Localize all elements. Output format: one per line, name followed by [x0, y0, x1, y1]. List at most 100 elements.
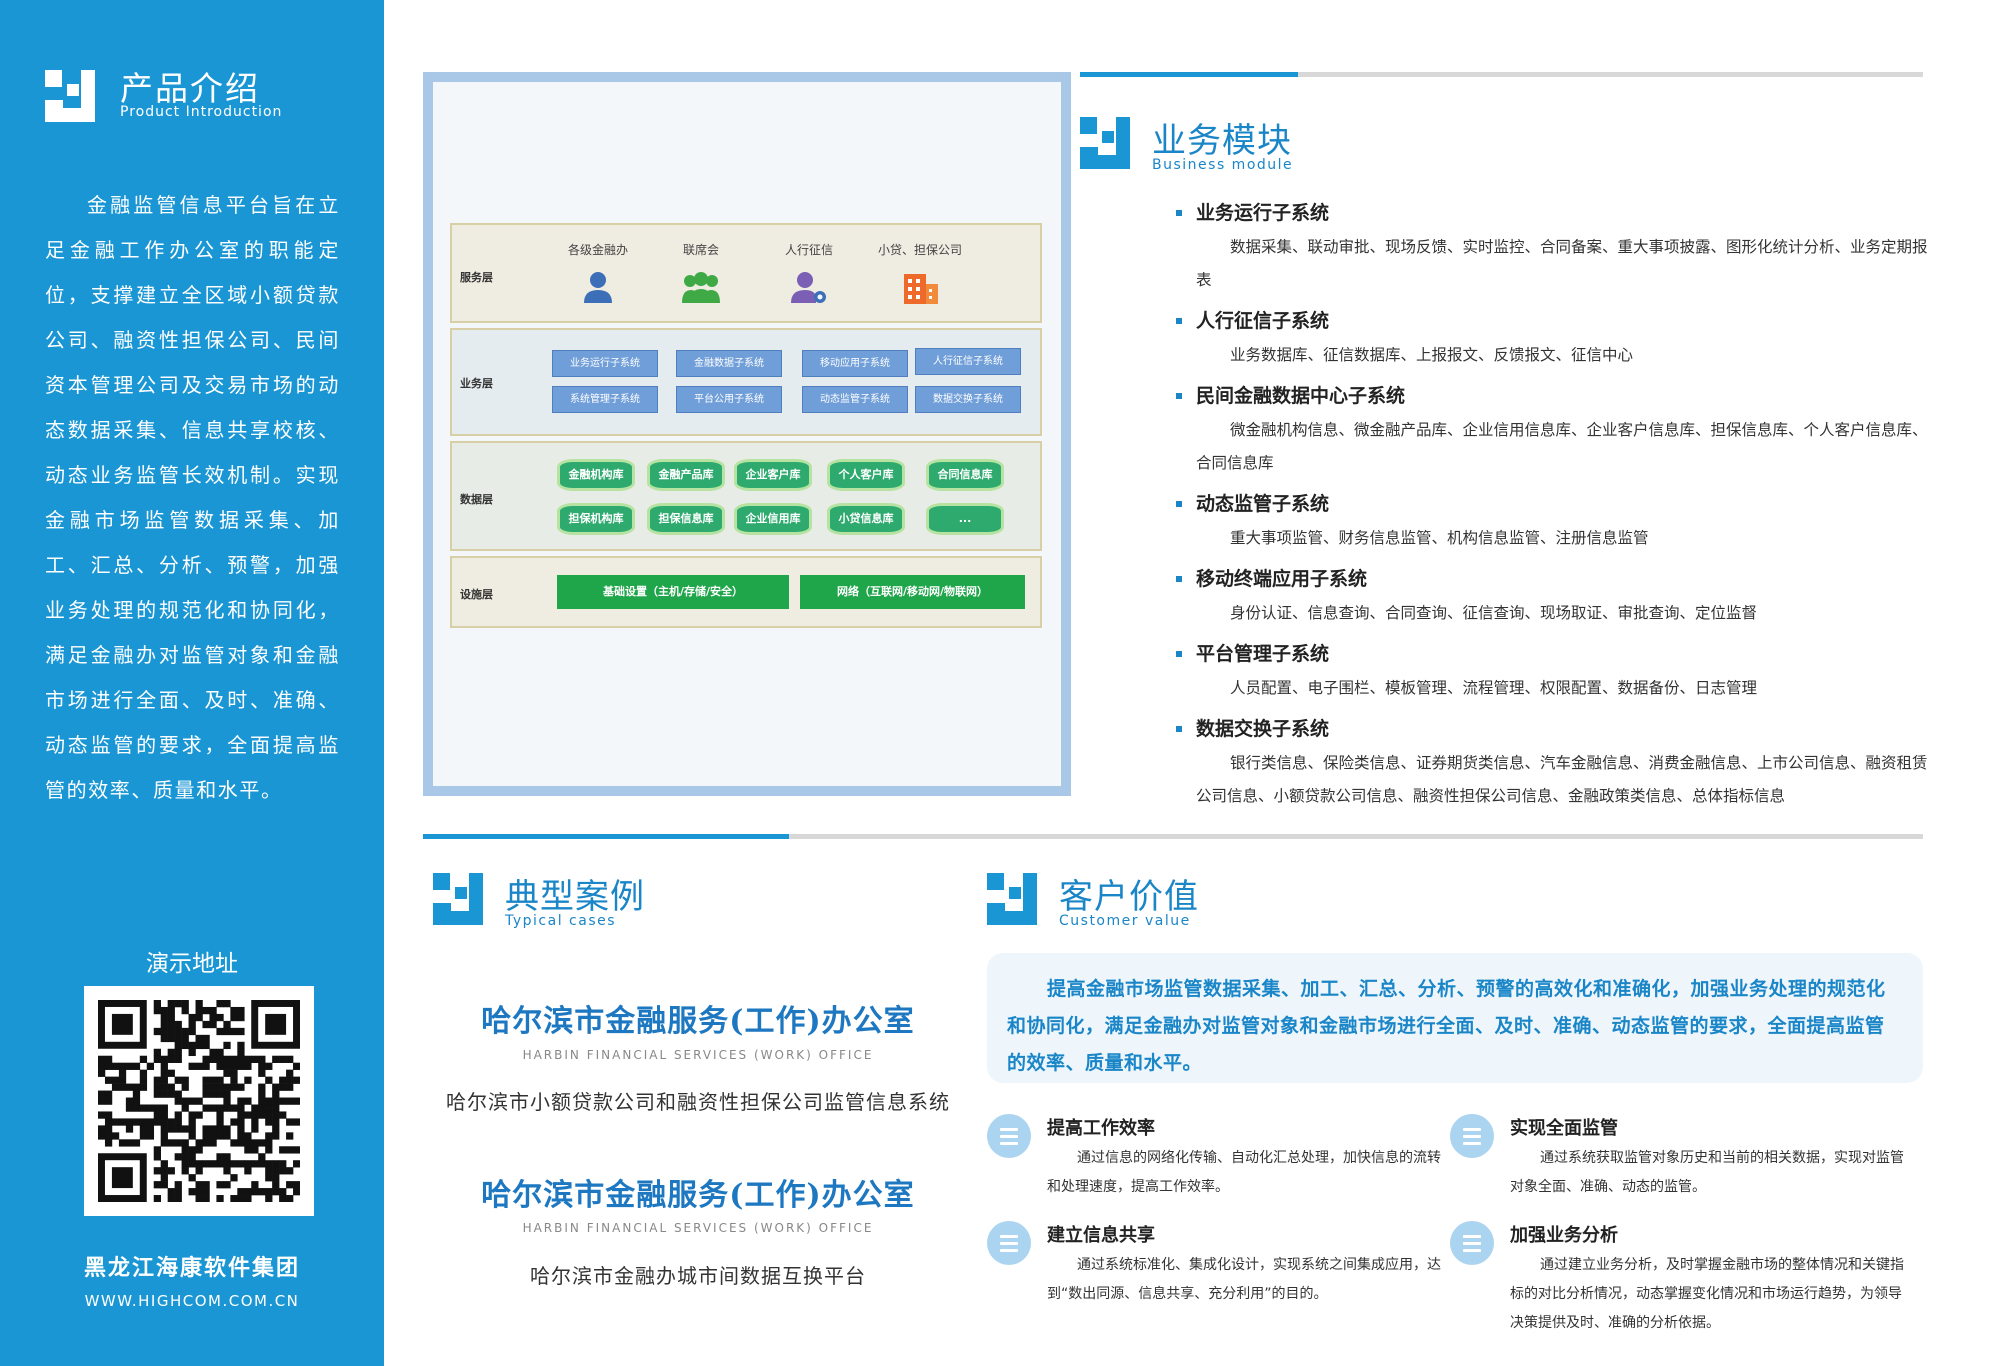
infra-box-network: 网络（互联网/移动网/物联网） — [800, 575, 1025, 609]
module-name: 平台管理子系统 — [1168, 636, 1938, 672]
list-icon — [1450, 1114, 1494, 1158]
logo-icon — [433, 873, 483, 925]
sidebar: 产品介绍 Product Introduction 金融监管信息平台旨在立足金融… — [0, 0, 384, 1366]
logo-icon — [45, 70, 95, 122]
module-item: 人行征信子系统 业务数据库、征信数据库、上报报文、反馈报文、征信中心 — [1168, 303, 1938, 372]
db-cylinder: 小贷信息库 — [827, 503, 905, 535]
value-name: 加强业务分析 — [1510, 1225, 1618, 1246]
biz-box: 移动应用子系统 — [802, 350, 908, 377]
customer-value-subtitle: Customer value — [1059, 913, 1191, 929]
value-name: 建立信息共享 — [1047, 1225, 1155, 1246]
service-item-joint-meeting: 联席会 — [646, 241, 756, 304]
module-desc: 银行类信息、保险类信息、证券期货类信息、汽车金融信息、消费金融信息、上市公司信息… — [1196, 754, 1928, 805]
db-cylinder-more: ... — [926, 503, 1004, 535]
module-desc: 微金融机构信息、微金融产品库、企业信用信息库、企业客户信息库、担保信息库、个人客… — [1196, 421, 1928, 472]
typical-cases-title: 典型案例 — [505, 877, 645, 917]
user-gear-icon — [791, 272, 826, 303]
module-name: 人行征信子系统 — [1168, 303, 1938, 339]
db-cylinder: 担保信息库 — [647, 503, 725, 535]
divider-top-gray — [1080, 72, 1923, 77]
business-layer: 业务层 业务运行子系统 金融数据子系统 移动应用子系统 人行征信子系统 系统管理… — [450, 328, 1042, 436]
module-list: 业务运行子系统 数据采集、联动审批、现场反馈、实时监控、合同备案、重大事项披露、… — [1168, 195, 1938, 819]
logo-icon — [1080, 117, 1130, 169]
infra-box-basic: 基础设置（主机/存储/安全） — [557, 575, 789, 609]
data-layer-label: 数据层 — [460, 493, 493, 506]
service-item-label: 小贷、担保公司 — [877, 243, 962, 257]
case-org-name-en: HARBIN FINANCIAL SERVICES (WORK) OFFICE — [522, 1048, 874, 1062]
biz-box: 数据交换子系统 — [915, 386, 1021, 413]
divider-mid-blue — [423, 834, 789, 839]
architecture-diagram: 服务层 各级金融办 联席会 人行征信 — [423, 72, 1071, 796]
typical-cases-subtitle: Typical cases — [505, 913, 617, 929]
case-description: 哈尔滨市小额贷款公司和融资性担保公司监管信息系统 — [446, 1090, 950, 1114]
list-icon — [987, 1221, 1031, 1265]
business-module-title: 业务模块 — [1152, 121, 1292, 161]
db-cylinder: 企业信用库 — [734, 503, 812, 535]
module-name: 数据交换子系统 — [1168, 711, 1938, 747]
db-cylinder: 金融机构库 — [557, 459, 635, 491]
module-name: 动态监管子系统 — [1168, 486, 1938, 522]
customer-value-title: 客户价值 — [1059, 877, 1199, 917]
value-desc: 通过信息的网络化传输、自动化汇总处理，加快信息的流转和处理速度，提高工作效率。 — [1047, 1150, 1441, 1195]
infra-layer-label: 设施层 — [460, 588, 493, 601]
sidebar-subtitle: Product Introduction — [120, 104, 283, 120]
module-item: 数据交换子系统 银行类信息、保险类信息、证券期货类信息、汽车金融信息、消费金融信… — [1168, 711, 1938, 813]
business-module-subtitle: Business module — [1152, 157, 1294, 173]
website-link[interactable]: WWW.HIGHCOM.COM.CN — [84, 1292, 300, 1310]
data-layer: 数据层 金融机构库 金融产品库 企业客户库 个人客户库 合同信息库 担保机构库 … — [450, 441, 1042, 551]
db-cylinder: 担保机构库 — [557, 503, 635, 535]
value-name: 实现全面监管 — [1510, 1118, 1618, 1139]
building-icon — [904, 274, 938, 304]
qr-code[interactable] — [84, 986, 314, 1216]
module-desc: 身份认证、信息查询、合同查询、征信查询、现场取证、审批查询、定位监督 — [1230, 604, 1758, 622]
divider-mid-gray — [423, 834, 1923, 839]
module-desc: 重大事项监管、财务信息监管、机构信息监管、注册信息监管 — [1230, 529, 1649, 547]
biz-box: 人行征信子系统 — [915, 348, 1021, 375]
value-desc: 通过建立业务分析，及时掌握金融市场的整体情况和关键指标的对比分析情况，动态掌握变… — [1510, 1257, 1904, 1331]
demo-label: 演示地址 — [146, 951, 238, 977]
biz-box: 业务运行子系统 — [552, 350, 658, 377]
divider-top-blue — [1080, 72, 1298, 77]
biz-box: 系统管理子系统 — [552, 386, 658, 413]
module-item: 平台管理子系统 人员配置、电子围栏、模板管理、流程管理、权限配置、数据备份、日志… — [1168, 636, 1938, 705]
module-desc: 数据采集、联动审批、现场反馈、实时监控、合同备案、重大事项披露、图形化统计分析、… — [1196, 238, 1928, 289]
qr-code-image — [98, 1000, 301, 1203]
module-name: 业务运行子系统 — [1168, 195, 1938, 231]
module-name: 移动终端应用子系统 — [1168, 561, 1938, 597]
db-cylinder: 企业客户库 — [734, 459, 812, 491]
value-desc: 通过系统标准化、集成化设计，实现系统之间集成应用，达到“数出同源、信息共享、充分… — [1047, 1257, 1441, 1302]
customer-value-summary-box: 提高金融市场监管数据采集、加工、汇总、分析、预警的高效化和准确化，加强业务处理的… — [987, 953, 1923, 1083]
logo-icon — [987, 873, 1037, 925]
service-item-financial-office: 各级金融办 — [543, 241, 653, 304]
module-name: 民间金融数据中心子系统 — [1168, 378, 1938, 414]
biz-box: 金融数据子系统 — [676, 350, 782, 377]
module-item: 业务运行子系统 数据采集、联动审批、现场反馈、实时监控、合同备案、重大事项披露、… — [1168, 195, 1938, 297]
service-layer-label: 服务层 — [460, 271, 493, 284]
sidebar-title: 产品介绍 — [120, 69, 260, 108]
list-icon — [1450, 1221, 1494, 1265]
module-item: 动态监管子系统 重大事项监管、财务信息监管、机构信息监管、注册信息监管 — [1168, 486, 1938, 555]
db-cylinder: 合同信息库 — [926, 459, 1004, 491]
company-name: 黑龙江海康软件集团 — [83, 1255, 300, 1281]
architecture-canvas: 服务层 各级金融办 联席会 人行征信 — [433, 82, 1061, 786]
case-org-name: 哈尔滨市金融服务(工作)办公室 — [481, 1178, 915, 1213]
group-icon — [682, 272, 720, 303]
biz-box: 动态监管子系统 — [802, 386, 908, 413]
case-description: 哈尔滨市金融办城市间数据互换平台 — [530, 1264, 866, 1288]
value-name: 提高工作效率 — [1047, 1118, 1155, 1139]
list-icon — [987, 1114, 1031, 1158]
module-item: 移动终端应用子系统 身份认证、信息查询、合同查询、征信查询、现场取证、审批查询、… — [1168, 561, 1938, 630]
business-layer-label: 业务层 — [460, 377, 493, 390]
service-item-loan-guarantee: 小贷、担保公司 — [865, 241, 975, 304]
db-cylinder: 个人客户库 — [827, 459, 905, 491]
case-org-name: 哈尔滨市金融服务(工作)办公室 — [481, 1004, 915, 1039]
person-icon — [584, 272, 612, 303]
service-item-pboc-credit: 人行征信 — [754, 241, 864, 304]
infra-layer: 设施层 基础设置（主机/存储/安全） 网络（互联网/移动网/物联网） — [450, 556, 1042, 628]
db-cylinder: 金融产品库 — [647, 459, 725, 491]
intro-paragraph: 金融监管信息平台旨在立足金融工作办公室的职能定位，支撑建立全区域小额贷款公司、融… — [45, 193, 340, 802]
service-layer: 服务层 各级金融办 联席会 人行征信 — [450, 223, 1042, 323]
module-desc: 人员配置、电子围栏、模板管理、流程管理、权限配置、数据备份、日志管理 — [1230, 679, 1758, 697]
service-item-label: 各级金融办 — [567, 243, 628, 257]
customer-value-summary: 提高金融市场监管数据采集、加工、汇总、分析、预警的高效化和准确化，加强业务处理的… — [1007, 978, 1886, 1074]
